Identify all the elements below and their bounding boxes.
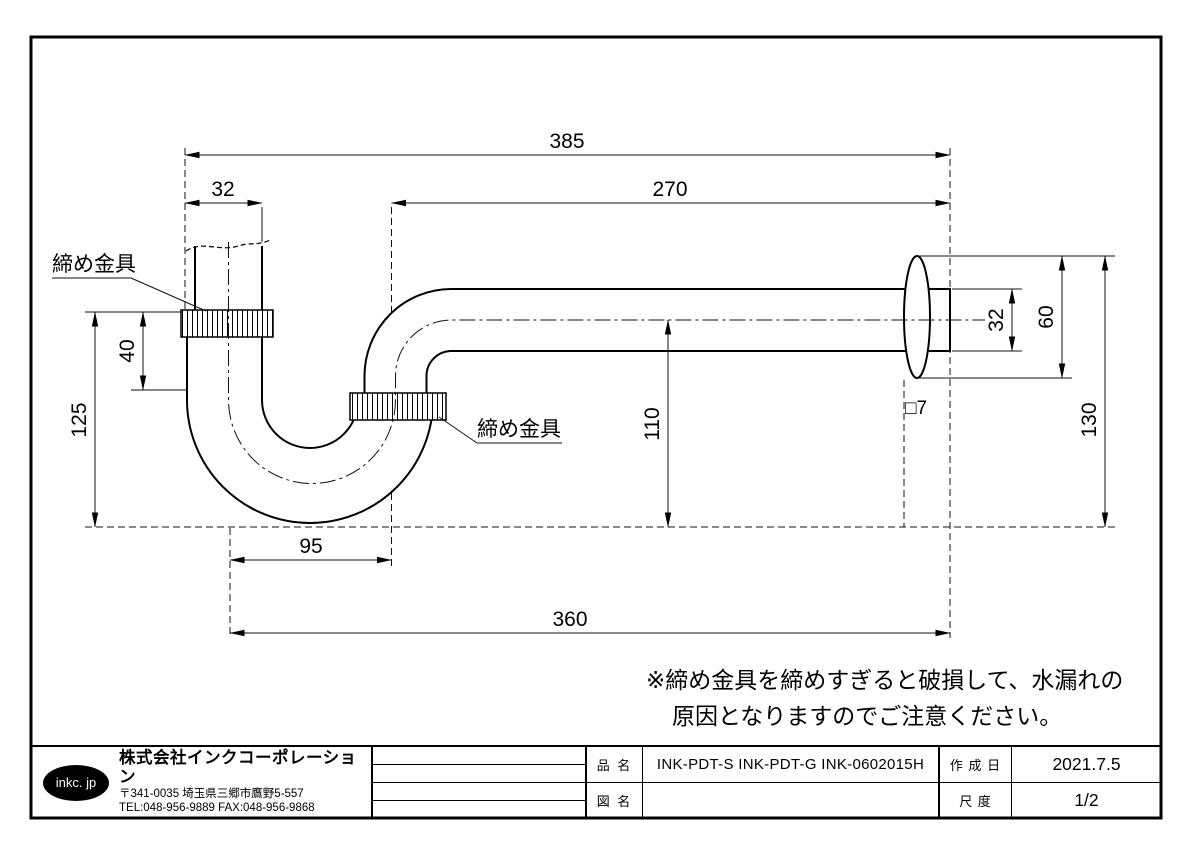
dim-text-110: 110 xyxy=(641,407,664,440)
title-block: inkc. jp 株式会社インクコーポレーション 〒341-0035 埼玉県三郷… xyxy=(31,745,1161,818)
dim-text-270: 270 xyxy=(652,178,687,201)
revision-row xyxy=(373,801,585,818)
dim-text-40: 40 xyxy=(116,339,139,362)
company-section: inkc. jp 株式会社インクコーポレーション 〒341-0035 埼玉県三郷… xyxy=(31,747,371,818)
part-name-row: 品 名 INK-PDT-S INK-PDT-G INK-0602015H xyxy=(587,747,938,783)
drawing-name-label: 図 名 xyxy=(587,783,643,818)
dimension-depth-125: 125 xyxy=(68,311,99,528)
dim-text-32-top: 32 xyxy=(211,178,234,201)
dimension-overall-385: 385 xyxy=(184,130,951,159)
part-name-value: INK-PDT-S INK-PDT-G INK-0602015H xyxy=(656,756,925,773)
drawing-name-row: 図 名 xyxy=(587,783,938,818)
sheet-border xyxy=(29,35,1163,820)
dimension-drop-110: 110 xyxy=(641,319,672,528)
warning-note-line1: ※締め金具を締めすぎると破損して、水漏れの xyxy=(646,667,1124,693)
company-contact: TEL:048-956-9889 FAX:048-956-9868 xyxy=(119,802,315,815)
trap-u-bend xyxy=(186,335,434,524)
warning-note: ※締め金具を締めすぎると破損して、水漏れの 原因となりますのでご注意ください。 xyxy=(646,662,1123,734)
dim-text-125: 125 xyxy=(68,402,91,437)
scale-label: 尺 度 xyxy=(940,783,1012,818)
dim-text-385: 385 xyxy=(549,130,584,153)
dim-text-60: 60 xyxy=(1035,305,1058,328)
fitting-label-lower-text: 締め金具 xyxy=(477,418,561,441)
dimension-flange-60: 60 xyxy=(1035,255,1066,379)
company-address: 〒341-0035 埼玉県三郷市鷹野5-557 xyxy=(119,788,304,801)
pipe-break-line xyxy=(185,239,271,252)
meta-section: 作 成 日 2021.7.5 尺 度 1/2 xyxy=(938,747,1161,818)
dimension-trap-95: 95 xyxy=(229,535,392,564)
fitting-label-lower: 締め金具 xyxy=(438,416,562,444)
wall-note-square7: □7 xyxy=(905,398,927,419)
construction-lines xyxy=(85,148,1115,638)
company-info: 株式会社インクコーポレーション 〒341-0035 埼玉県三郷市鷹野5-557 … xyxy=(119,749,371,815)
pipe-centerline xyxy=(228,242,985,484)
revision-row xyxy=(373,747,585,765)
dimension-height-130: 130 xyxy=(1078,255,1109,528)
dim-text-32-right: 32 xyxy=(985,308,1008,331)
outlet-elbow-pipe xyxy=(363,288,951,395)
dimension-offset-40: 40 xyxy=(116,311,147,391)
scale-row: 尺 度 1/2 xyxy=(940,783,1161,818)
scale-value: 1/2 xyxy=(1074,790,1099,810)
dim-text-130: 130 xyxy=(1078,402,1101,437)
p-trap-assembly xyxy=(180,239,985,524)
fitting-label-upper: 締め金具 xyxy=(52,253,207,312)
dim-text-95: 95 xyxy=(299,535,322,558)
name-section: 品 名 INK-PDT-S INK-PDT-G INK-0602015H 図 名 xyxy=(585,747,938,818)
company-logo: inkc. jp xyxy=(43,764,109,801)
revision-row xyxy=(373,765,585,783)
date-label: 作 成 日 xyxy=(940,747,1012,782)
revision-row xyxy=(373,783,585,801)
date-row: 作 成 日 2021.7.5 xyxy=(940,747,1161,783)
dimension-bottom-360: 360 xyxy=(229,608,951,637)
drawing-name-value xyxy=(643,783,938,818)
wall-note-text: □7 xyxy=(905,398,927,419)
wall-flange xyxy=(903,255,931,379)
dimension-horizontal-270: 270 xyxy=(391,178,951,207)
dim-text-360: 360 xyxy=(552,608,587,631)
part-name-label: 品 名 xyxy=(587,747,643,782)
fitting-label-upper-text: 締め金具 xyxy=(52,253,136,276)
dimension-pipe-32: 32 xyxy=(985,288,1016,352)
date-value: 2021.7.5 xyxy=(1052,754,1121,774)
company-logo-text: inkc. jp xyxy=(55,775,97,790)
warning-note-line2: 原因となりますのでご注意ください。 xyxy=(672,703,1063,729)
company-name: 株式会社インクコーポレーション xyxy=(119,749,357,787)
slip-nut-upper xyxy=(180,309,274,338)
dimension-inlet-32: 32 xyxy=(184,178,263,207)
revision-table xyxy=(371,747,585,818)
slip-nut-lower xyxy=(349,392,447,421)
